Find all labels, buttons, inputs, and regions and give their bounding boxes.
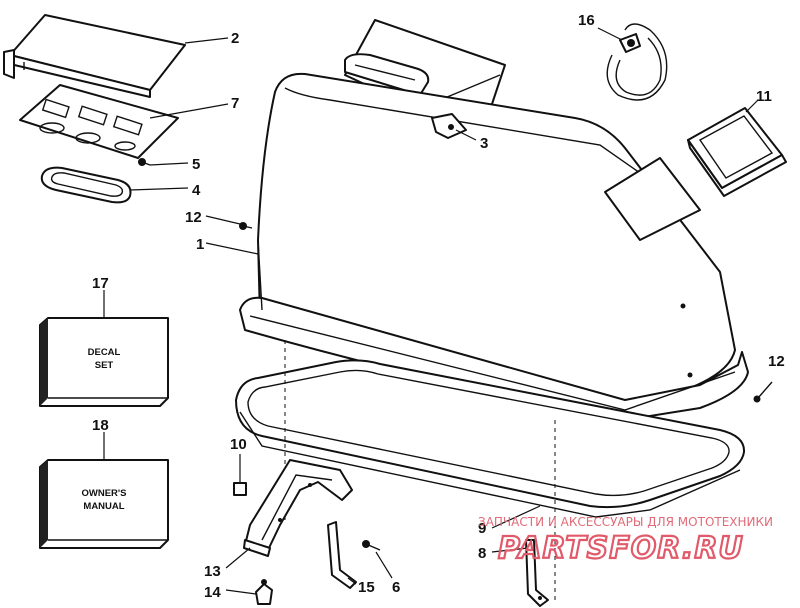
callout-16: 16	[578, 12, 595, 29]
part-5-screw	[138, 158, 151, 166]
part-6-screw	[362, 540, 381, 551]
part-9-lower-seal	[235, 359, 746, 518]
part-14-bolt	[255, 579, 273, 605]
watermark-logo: PARTSFOR.RU	[498, 531, 744, 566]
watermark-caption: ЗАПЧАСТИ И АКСЕССУАРЫ ДЛЯ МОТОТЕХНИКИ	[478, 515, 773, 529]
decal-set-box: DECAL SET	[39, 317, 169, 407]
callout-12-right: 12	[768, 353, 785, 370]
callout-9: 9	[478, 520, 486, 537]
part-7-gasket	[19, 84, 179, 159]
part-13-bracket	[243, 459, 353, 557]
callout-6: 6	[392, 579, 400, 596]
part-1-engine-cowl	[239, 19, 749, 421]
decal-label-line1: DECAL	[88, 347, 121, 358]
callout-numbers: 1 2 3 4 5 6 7 8 9 10 11 12 12 13 14 15 1…	[92, 12, 785, 601]
part-3-clip	[431, 113, 467, 139]
callout-15: 15	[358, 579, 375, 596]
callout-11: 11	[756, 88, 772, 105]
part-11-window	[687, 107, 787, 197]
callout-2: 2	[231, 30, 239, 47]
leader-lines	[103, 27, 759, 595]
callout-14: 14	[204, 584, 221, 601]
callout-18: 18	[92, 417, 109, 434]
callout-17: 17	[92, 275, 109, 292]
manual-label-line2: MANUAL	[83, 501, 124, 512]
callout-1: 1	[196, 236, 204, 253]
callout-13: 13	[204, 563, 221, 580]
part-16-cable	[606, 23, 668, 101]
part-12-screw-left	[239, 222, 253, 230]
part-15-strap	[327, 521, 357, 589]
part-12-screw-right	[753, 381, 773, 403]
watermark: ЗАПЧАСТИ И АКСЕССУАРЫ ДЛЯ МОТОТЕХНИКИ PA…	[478, 515, 773, 567]
part-4-seal	[40, 166, 132, 204]
part-2-cover-plate	[3, 14, 186, 98]
callout-4: 4	[192, 182, 201, 199]
callout-12-left: 12	[185, 209, 202, 226]
part-8-strap	[525, 539, 549, 607]
callout-10: 10	[230, 436, 247, 453]
decal-label-line2: SET	[95, 360, 114, 371]
callout-7: 7	[231, 95, 239, 112]
callout-8: 8	[478, 545, 486, 562]
callout-3: 3	[480, 135, 488, 152]
callout-5: 5	[192, 156, 200, 173]
manual-label-line1: OWNER'S	[81, 488, 126, 499]
owners-manual-box: OWNER'S MANUAL	[39, 459, 169, 549]
part-10-nut	[233, 482, 247, 496]
